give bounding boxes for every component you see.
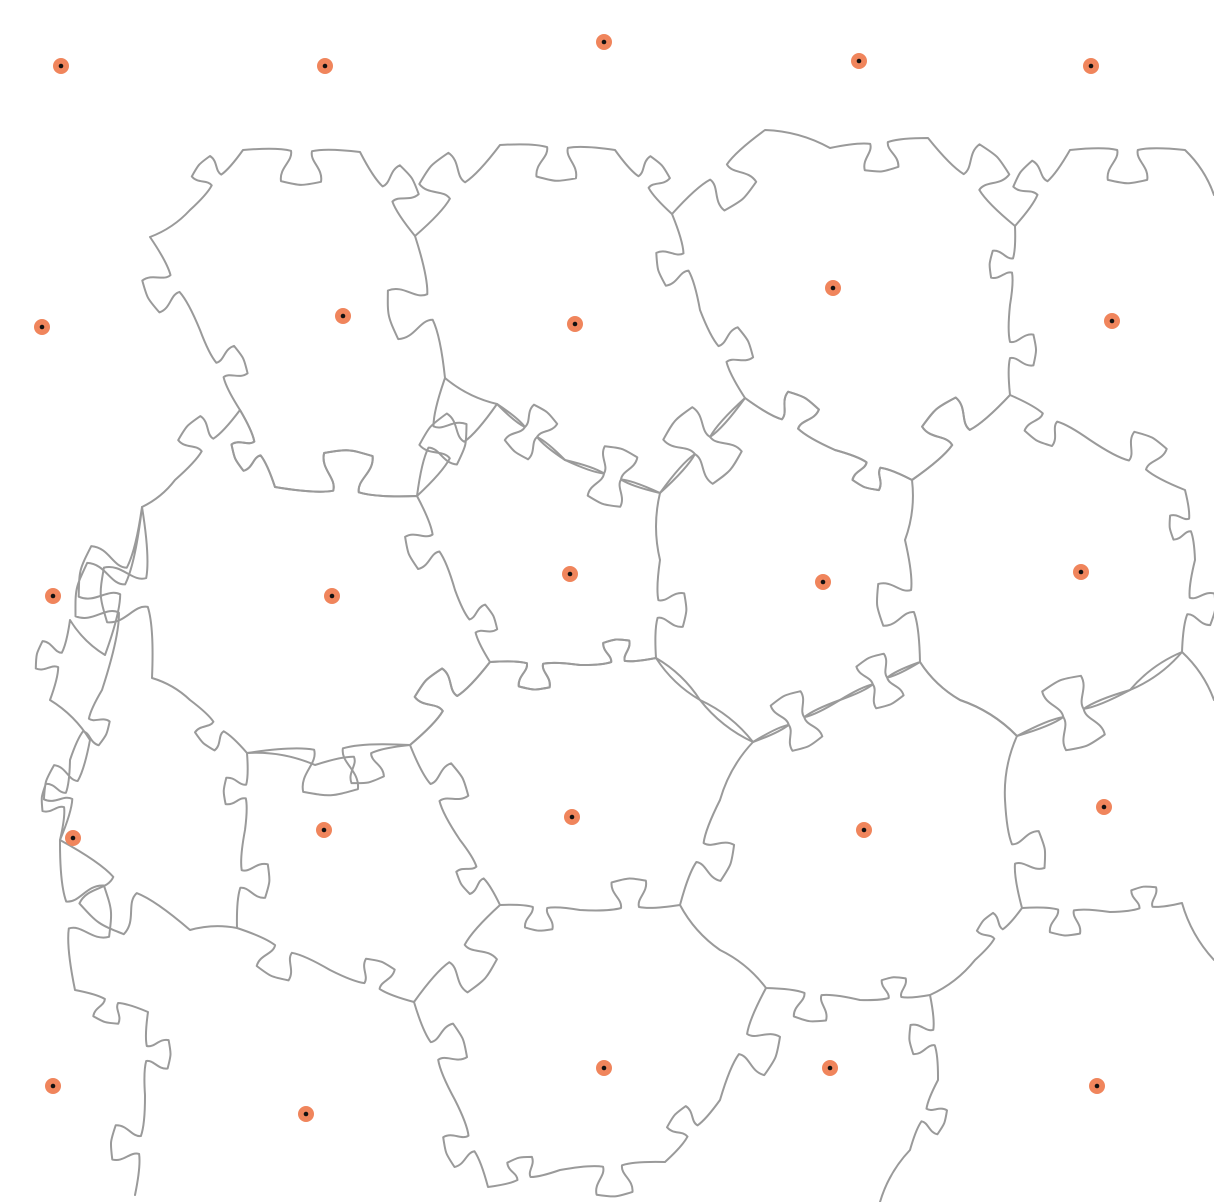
puzzle-edge: [34, 506, 172, 1196]
seed-center: [601, 39, 607, 45]
puzzle-edge: [141, 147, 468, 498]
puzzle-edge: [1016, 651, 1214, 737]
seed-point: [815, 574, 831, 590]
seed-center: [601, 1065, 607, 1071]
seed-point: [317, 58, 333, 74]
seed-center: [1094, 1083, 1100, 1089]
seed-center: [827, 1065, 833, 1071]
seed-center: [340, 313, 346, 319]
seed-center: [569, 814, 575, 820]
seed-center: [1101, 804, 1107, 810]
seed-point: [335, 308, 351, 324]
seed-center: [50, 593, 56, 599]
seed-point: [564, 809, 580, 825]
seed-points: [34, 34, 1120, 1122]
seed-center: [572, 321, 578, 327]
seed-point: [1096, 799, 1112, 815]
seed-point: [34, 319, 50, 335]
seed-center: [329, 593, 335, 599]
seed-point: [53, 58, 69, 74]
puzzle-edge: [409, 638, 754, 932]
seed-point: [1083, 58, 1099, 74]
seed-point: [596, 1060, 612, 1076]
seed-center: [861, 827, 867, 833]
puzzle-edge: [1012, 147, 1214, 227]
seed-center: [830, 285, 836, 291]
seed-point: [851, 53, 867, 69]
seed-point: [822, 1060, 838, 1076]
seed-center: [1088, 63, 1094, 69]
seed-center: [50, 1083, 56, 1089]
seed-point: [45, 588, 61, 604]
seed-point: [856, 822, 872, 838]
seed-point: [316, 822, 332, 838]
seed-center: [322, 63, 328, 69]
seed-point: [825, 280, 841, 296]
seed-center: [321, 827, 327, 833]
puzzle-edge: [911, 394, 1214, 752]
seed-center: [1078, 569, 1084, 575]
puzzle-edge: [414, 143, 755, 508]
seed-point: [562, 566, 578, 582]
seed-point: [324, 588, 340, 604]
puzzle-edge: [1021, 885, 1214, 961]
puzzle-edge: [59, 839, 238, 936]
seed-center: [39, 324, 45, 330]
puzzle-edge: [671, 129, 1038, 492]
seed-point: [1089, 1078, 1105, 1094]
seed-point: [1073, 564, 1089, 580]
seed-center: [1109, 318, 1115, 324]
seed-center: [58, 63, 64, 69]
seed-point: [567, 316, 583, 332]
puzzle-edge: [655, 390, 921, 743]
seed-center: [303, 1111, 309, 1117]
seed-center: [856, 58, 862, 64]
puzzle-edge: [413, 987, 781, 1198]
puzzle-edges: [34, 129, 1214, 1202]
puzzle-edge: [416, 403, 688, 691]
seed-point: [1104, 313, 1120, 329]
seed-point: [65, 830, 81, 846]
puzzle-edge: [99, 409, 499, 785]
puzzle-edge: [879, 994, 948, 1202]
seed-center: [820, 579, 826, 585]
seed-center: [70, 835, 76, 841]
seed-point: [596, 34, 612, 50]
seed-point: [298, 1106, 314, 1122]
seed-point: [45, 1078, 61, 1094]
seed-center: [567, 571, 573, 577]
